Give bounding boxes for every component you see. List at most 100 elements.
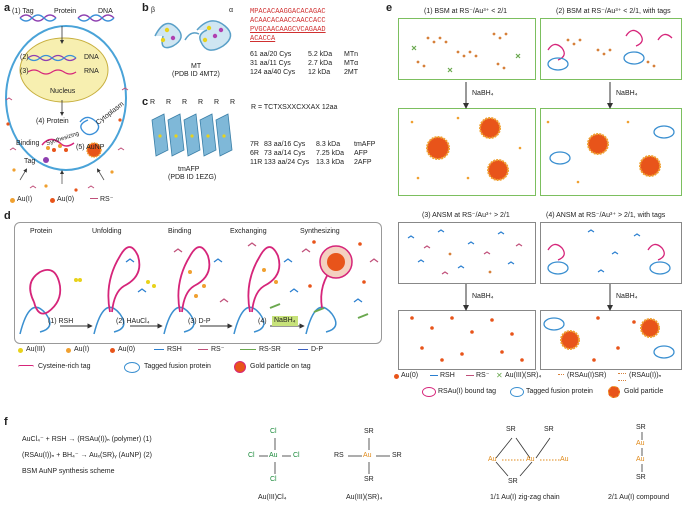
r-equation: R = TCTXSXXCXXAX 12aa xyxy=(251,104,338,111)
b-alpha-label: α xyxy=(229,7,234,14)
f-cl-atom: Cl xyxy=(248,452,255,459)
f-au-atom: Au xyxy=(526,456,535,463)
table-row: 11R 133 aa/24 Cys 13.3 kDa 2AFP xyxy=(250,158,380,167)
a-legend-au0: Au(0) xyxy=(57,196,75,203)
a-step3-label: (3) xyxy=(20,68,29,75)
e-legend-label: Gold particle xyxy=(624,388,664,395)
aunp-dot xyxy=(86,142,102,158)
d-stage-synthesizing: Synthesizing xyxy=(300,228,340,235)
e-legend-row2: RSAu(I) bound tag Tagged fusion protein … xyxy=(392,386,684,398)
table-row: 31 aa/11 Cys 2.7 kDa MTα xyxy=(250,59,370,68)
au1-dot-icon xyxy=(66,348,71,353)
a-tag-bottom-label: Tag xyxy=(24,158,36,165)
a-step2-label: (2) xyxy=(20,54,29,61)
afp-r: 11R xyxy=(250,159,263,166)
e-particles-diagram xyxy=(407,29,675,362)
c-pdb-label: (PDB ID 1EZG) xyxy=(168,174,217,181)
e-legend-row1: Au(0) RSH RS⁻ ✕ Au(III)(SR)₄ (RSAu(I)SR)… xyxy=(392,372,684,382)
rsh-icon xyxy=(154,349,164,353)
gold-particle-icon xyxy=(234,361,246,373)
mt-table: 61 aa/20 Cys 5.2 kDa MTn 31 aa/11 Cys 2.… xyxy=(250,50,370,77)
rsh-icon xyxy=(430,375,438,379)
afp-aa: 73 aa/14 Cys xyxy=(264,150,306,157)
f-compound-ausr4: SR RS Au SR SR xyxy=(334,426,410,488)
a-step5-label: (5) AuNP xyxy=(76,144,105,151)
au0-dot-icon xyxy=(50,198,55,203)
panel-a-cell-diagram xyxy=(5,14,129,192)
f-sr-group: SR xyxy=(364,428,374,435)
a-rna-label: RNA xyxy=(84,68,99,75)
afp-name: 2AFP xyxy=(354,159,372,166)
d-nabh4-label: NaBH₄ xyxy=(272,316,298,326)
afp-kda: 8.3 kDa xyxy=(316,141,341,148)
afp-table: 7R 83 aa/16 Cys 8.3 kDa tmAFP 6R 73 aa/1… xyxy=(250,140,380,167)
a-dna-inner-label: DNA xyxy=(84,54,99,61)
mt-name: MTn xyxy=(344,51,358,58)
f-cl-atom: Cl xyxy=(270,428,277,435)
f-cl-atom: Cl xyxy=(270,476,277,483)
table-row: 7R 83 aa/16 Cys 8.3 kDa tmAFP xyxy=(250,140,380,149)
mt-aa: 61 aa/20 Cys xyxy=(250,51,292,58)
d-legend-label: Tagged fusion protein xyxy=(144,363,211,370)
f-au-atom: Au xyxy=(269,452,278,459)
b-beta-label: β xyxy=(151,7,156,14)
au1-dot-icon xyxy=(10,198,15,203)
r-label: R xyxy=(166,99,172,106)
f-equation-2: (RSAu(I))ₙ + BH₄⁻ → Auₓ(SR)ᵧ (AuNP) (2) xyxy=(22,452,152,459)
e-legend-label: RSAu(I) bound tag xyxy=(438,388,496,395)
f-au-atom: Au xyxy=(363,452,372,459)
d-legend-label: RS⁻ xyxy=(211,346,225,353)
e-legend-label: RSH xyxy=(440,372,455,379)
e-nabh4-label-3: NaBH₄ xyxy=(472,293,494,300)
f-au-atom: Au xyxy=(488,456,497,463)
afp-aa: 133 aa/24 Cys xyxy=(264,159,310,166)
tag-squiggle xyxy=(41,138,75,147)
a-legend-au1: Au(I) xyxy=(17,196,33,203)
au0-dot-icon xyxy=(394,374,399,379)
e-nabh4-label-4: NaBH₄ xyxy=(616,293,638,300)
rsau-sr-icon xyxy=(558,374,564,380)
d-legend-label: RSH xyxy=(167,346,182,353)
r-label: R xyxy=(214,99,220,106)
d-legend-label: RS-SR xyxy=(259,346,281,353)
e3-before-box xyxy=(398,222,536,284)
f-cpd3-label: 1/1 Au(I) zig-zag chain xyxy=(490,494,560,501)
f-au-atom: Au xyxy=(636,440,645,447)
gold-particle-icon xyxy=(608,386,620,398)
mt-aa: 124 aa/40 Cys xyxy=(250,69,296,76)
tmafp-r-labels: R R R R R R xyxy=(150,99,250,108)
rsau-n-icon xyxy=(618,373,626,381)
f-equation-1: AuCl₄⁻ + RSH → (RSAu(I))ₙ (polymer) (1) xyxy=(22,436,152,443)
fusion-protein-icon xyxy=(124,362,140,373)
d-stage-protein: Protein xyxy=(30,228,53,235)
protein-coil xyxy=(79,116,100,136)
e-legend-label: Au(III)(SR)₄ xyxy=(505,372,542,379)
d-arrow-rsh: (1) RSH xyxy=(48,318,74,325)
mt-aa: 31 aa/11 Cys xyxy=(250,60,291,67)
nucleus xyxy=(19,37,109,103)
panel-d-label: d xyxy=(4,210,11,222)
e-title-2: (2) BSM at RS⁻/Au³⁺ < 2/1, with tags xyxy=(556,8,671,15)
e-title-4: (4) ANSM at RS⁻/Au³⁺ > 2/1, with tags xyxy=(546,212,666,219)
r-label: R xyxy=(150,99,156,106)
f-compound-2to1: SR Au Au SR xyxy=(612,420,672,490)
rs-icon xyxy=(90,198,98,203)
d-legend-label: Gold particle on tag xyxy=(250,363,311,370)
e-legend-label: Tagged fusion protein xyxy=(526,388,593,395)
tmafp-helix-structure xyxy=(151,113,233,157)
d-legend-label: Au(III) xyxy=(26,346,46,353)
au3-sr4-icon: ✕ xyxy=(496,371,503,380)
r-label: R xyxy=(230,99,236,106)
d-stage-exchanging: Exchanging xyxy=(230,228,267,235)
a-protein-label: Protein xyxy=(54,8,77,15)
mt-kda: 12 kDa xyxy=(308,69,331,76)
e-legend-label: (RSAu(I)SR) xyxy=(567,372,607,379)
mt-seq-line: MPACACAAGGACACAGAC xyxy=(250,8,326,16)
a-dna-top-label: DNA xyxy=(98,8,113,15)
a-legend-rs: RS⁻ xyxy=(100,196,114,203)
f-rs-group: RS xyxy=(334,452,344,459)
c-tmafp-label: tmAFP xyxy=(178,166,200,173)
d-stage-binding: Binding xyxy=(168,228,192,235)
f-sr-group: SR xyxy=(508,478,518,485)
rs-icon xyxy=(198,349,208,353)
